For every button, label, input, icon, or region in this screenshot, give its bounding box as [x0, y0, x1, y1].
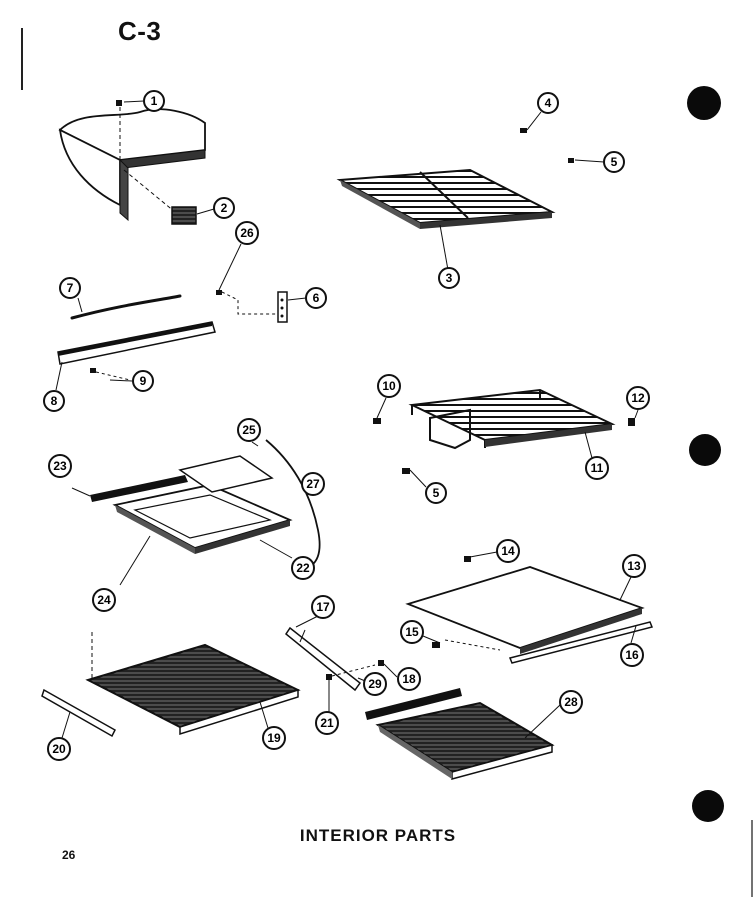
- screw-part: [216, 290, 222, 295]
- svg-text:5: 5: [433, 486, 440, 500]
- crisper-frame: [112, 455, 293, 554]
- binder-hole: [689, 434, 721, 466]
- callout-28: 28: [559, 690, 583, 714]
- svg-text:19: 19: [267, 731, 281, 745]
- callout-16: 16: [620, 643, 644, 667]
- callout-23: 23: [48, 454, 72, 478]
- crisper-cover-glass: [405, 566, 654, 664]
- callout-10: 10: [377, 374, 401, 398]
- svg-text:27: 27: [306, 477, 320, 491]
- callout-9: 9: [132, 370, 154, 392]
- crisper-trim: [90, 475, 188, 502]
- svg-text:22: 22: [296, 561, 310, 575]
- screw-part: [464, 556, 471, 562]
- callout-13: 13: [622, 554, 646, 578]
- callout-5b: 5: [425, 482, 447, 504]
- cabinet-corner-part: [58, 100, 206, 225]
- callout-26: 26: [235, 221, 259, 245]
- svg-text:11: 11: [591, 461, 604, 475]
- callout-25: 25: [237, 418, 261, 442]
- binder-hole: [692, 790, 724, 822]
- callout-29: 29: [363, 672, 387, 696]
- svg-text:1: 1: [151, 94, 158, 108]
- callout-1: 1: [143, 90, 165, 112]
- shelf-support-clip: [628, 418, 635, 426]
- svg-text:17: 17: [316, 600, 330, 614]
- callout-3: 3: [438, 267, 460, 289]
- trim-strip: [70, 294, 182, 320]
- callout-7: 7: [59, 277, 81, 299]
- callout-15: 15: [400, 620, 424, 644]
- svg-text:5: 5: [611, 155, 618, 169]
- svg-text:21: 21: [320, 716, 334, 730]
- callout-20: 20: [47, 737, 71, 761]
- callout-11: 11: [585, 456, 609, 480]
- callout-19: 19: [262, 726, 286, 750]
- callout-12: 12: [626, 386, 650, 410]
- page-number: 26: [62, 848, 76, 862]
- page-code: C-3: [118, 16, 162, 46]
- lower-shelf-trim: [365, 688, 462, 720]
- svg-text:8: 8: [51, 394, 58, 408]
- callouts: 1 2 3 4 5 6 7 8 9 10 11 12 5 13 14 15 16…: [43, 90, 650, 761]
- svg-text:25: 25: [242, 423, 256, 437]
- screw-part: [432, 642, 440, 648]
- binder-hole: [687, 86, 721, 120]
- middle-wire-shelf: [408, 388, 616, 459]
- svg-text:16: 16: [625, 648, 639, 662]
- callout-4: 4: [537, 92, 559, 114]
- svg-text:2: 2: [221, 201, 228, 215]
- svg-text:3: 3: [446, 271, 453, 285]
- shelf-support-clip: [373, 418, 381, 424]
- callout-27: 27: [301, 472, 325, 496]
- shelf-support-clip: [402, 468, 410, 474]
- svg-text:6: 6: [313, 291, 320, 305]
- callout-5: 5: [603, 151, 625, 173]
- svg-text:24: 24: [97, 593, 111, 607]
- callout-21: 21: [315, 711, 339, 735]
- page-title: INTERIOR PARTS: [299, 826, 457, 845]
- top-wire-shelf: [336, 168, 556, 271]
- callout-24: 24: [92, 588, 116, 612]
- svg-text:4: 4: [545, 96, 552, 110]
- svg-text:7: 7: [67, 281, 74, 295]
- callout-22: 22: [291, 556, 315, 580]
- svg-text:23: 23: [53, 459, 67, 473]
- shelf-rail-small: [41, 688, 116, 738]
- svg-text:14: 14: [501, 544, 515, 558]
- leader-lines: [71, 100, 639, 712]
- svg-text:29: 29: [368, 677, 382, 691]
- svg-text:13: 13: [627, 559, 641, 573]
- callout-18: 18: [397, 667, 421, 691]
- svg-text:26: 26: [240, 226, 254, 240]
- support-bracket: [284, 626, 362, 692]
- svg-text:10: 10: [382, 379, 396, 393]
- svg-text:12: 12: [631, 391, 645, 405]
- svg-text:15: 15: [405, 625, 419, 639]
- svg-text:18: 18: [402, 672, 416, 686]
- gasket-seal: [265, 439, 321, 566]
- callout-14: 14: [496, 539, 520, 563]
- callout-6: 6: [305, 287, 327, 309]
- callout-17: 17: [311, 595, 335, 619]
- bottom-wire-shelf: [85, 643, 301, 736]
- lower-wire-shelf: [375, 701, 555, 780]
- shelf-support-clip: [520, 128, 527, 133]
- callout-2: 2: [213, 197, 235, 219]
- svg-text:9: 9: [140, 374, 147, 388]
- callout-8: 8: [43, 390, 65, 412]
- svg-text:28: 28: [564, 695, 578, 709]
- svg-text:20: 20: [52, 742, 66, 756]
- shelf-support-clip: [568, 158, 574, 163]
- shelf-rail: [57, 321, 216, 365]
